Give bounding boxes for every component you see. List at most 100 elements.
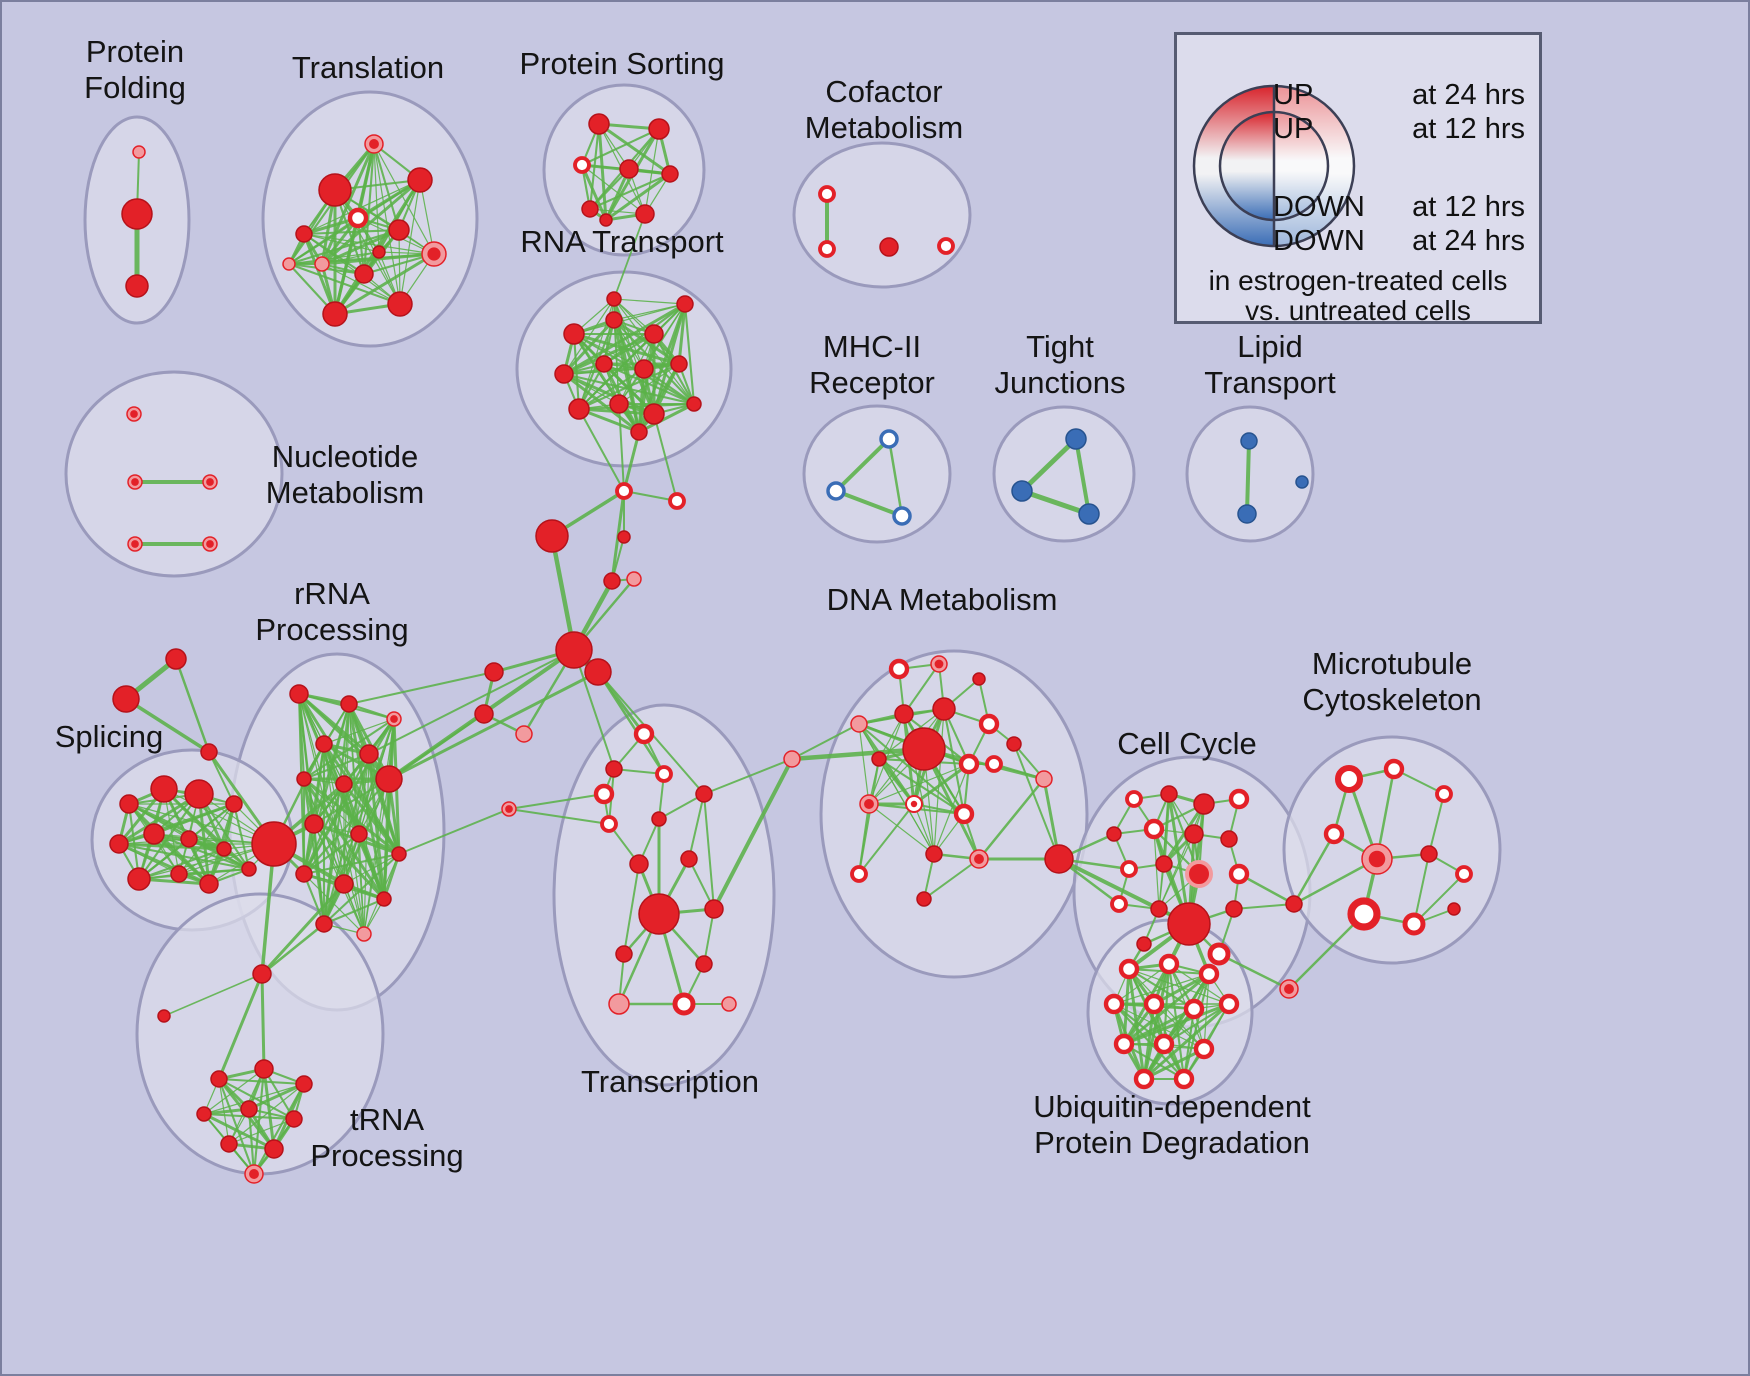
- network-node-sp6: [143, 823, 165, 845]
- network-edge: [373, 143, 435, 255]
- network-node-cm3: [879, 237, 899, 257]
- legend-faded-half: [1274, 86, 1354, 246]
- network-node-ub4: [1103, 993, 1125, 1015]
- network-edge: [942, 707, 966, 816]
- network-node-ub9: [1153, 1033, 1175, 1055]
- network-edge: [622, 430, 641, 493]
- network-node-ch6: [668, 492, 686, 510]
- network-node-cc5: [1106, 826, 1122, 842]
- legend-updown-circle-icon: [1192, 84, 1356, 248]
- network-node-dm2-core: [934, 659, 944, 669]
- network-node-sp11: [199, 874, 219, 894]
- network-edge: [618, 403, 625, 492]
- network-node-cc13: [1110, 895, 1128, 913]
- network-node-cc3: [1193, 793, 1215, 815]
- network-node-rt5: [554, 364, 574, 384]
- network-edge: [1245, 439, 1251, 516]
- network-edge: [363, 778, 390, 935]
- network-edge: [333, 252, 436, 316]
- network-edge: [303, 179, 421, 235]
- network-edge: [388, 713, 485, 780]
- network-node-tn1: [252, 964, 272, 984]
- legend-row-down-24: DOWN at 24 hrs: [1273, 225, 1525, 258]
- network-node-lt2: [1237, 504, 1257, 524]
- network-node-rr6: [296, 771, 312, 787]
- network-edge: [1428, 793, 1445, 855]
- network-node-ub12: [1173, 1068, 1195, 1090]
- network-node-dm4: [850, 715, 868, 733]
- network-edge: [588, 172, 672, 211]
- network-node-pf1: [132, 145, 146, 159]
- network-edge: [232, 802, 251, 871]
- network-edge: [508, 808, 610, 825]
- legend-row-up-12: UP at 12 hrs: [1273, 113, 1525, 146]
- network-edge: [203, 1068, 265, 1115]
- network-edge: [262, 1067, 276, 1151]
- network-node-tc4: [695, 785, 713, 803]
- network-edge: [834, 489, 904, 518]
- network-edge: [302, 872, 326, 926]
- network-edge: [298, 693, 345, 885]
- network-node-tj3: [1078, 503, 1100, 525]
- network-node-dm3: [972, 672, 986, 686]
- network-node-mt6: [1420, 845, 1438, 863]
- network-edge: [260, 972, 266, 1071]
- network-node-rt7: [634, 359, 654, 379]
- network-edge: [578, 408, 625, 492]
- network-edge: [1057, 857, 1191, 926]
- network-edge: [868, 803, 935, 855]
- network-edge: [562, 318, 616, 376]
- network-edge: [372, 142, 401, 232]
- network-node-rr15: [315, 915, 333, 933]
- network-edge: [677, 302, 687, 366]
- network-node-rr11: [391, 846, 407, 862]
- network-node-sp2: [150, 775, 178, 803]
- network-node-ch12-core: [505, 805, 513, 813]
- network-node-dm13: [1035, 770, 1053, 788]
- network-node-rr13: [334, 874, 354, 894]
- network-edge: [302, 752, 371, 781]
- network-node-tc12: [695, 955, 713, 973]
- network-node-ps4: [619, 159, 639, 179]
- network-edge: [287, 216, 360, 266]
- network-node-tr12: [282, 257, 296, 271]
- network-edge: [367, 752, 401, 856]
- network-node-cc8: [1220, 830, 1238, 848]
- network-node-tr1: [318, 173, 352, 207]
- network-edge: [1142, 962, 1171, 1081]
- network-edge: [152, 802, 236, 836]
- network-node-dm19: [916, 891, 932, 907]
- network-node-rr9: [304, 814, 324, 834]
- network-node-mb1: [1285, 895, 1303, 913]
- network-edge: [1292, 832, 1336, 906]
- network-node-tr2-core: [369, 139, 379, 149]
- network-edge: [834, 437, 891, 493]
- network-node-ps1: [588, 113, 610, 135]
- network-edge: [877, 757, 916, 806]
- network-edge: [322, 897, 386, 926]
- network-edge: [362, 142, 376, 276]
- network-node-ft3: [200, 743, 218, 761]
- network-node-tc2: [605, 760, 623, 778]
- network-node-dm6: [932, 697, 956, 721]
- network-edge: [1182, 1007, 1196, 1081]
- network-node-sp9: [127, 867, 151, 891]
- network-edge: [357, 217, 401, 305]
- network-node-rt2: [605, 311, 623, 329]
- network-edge: [323, 718, 395, 745]
- network-node-rr14: [376, 891, 392, 907]
- network-edge: [613, 303, 686, 321]
- network-node-tn10: [264, 1139, 284, 1159]
- network-edge: [162, 787, 251, 871]
- network-node-ub2: [1158, 953, 1180, 975]
- network-node-dm20: [850, 865, 868, 883]
- network-edge: [688, 793, 705, 860]
- network-edge: [613, 213, 646, 300]
- legend: UP at 24 hrs UP at 12 hrs DOWN at 12 hrs…: [1174, 32, 1542, 326]
- network-node-ch2: [584, 658, 612, 686]
